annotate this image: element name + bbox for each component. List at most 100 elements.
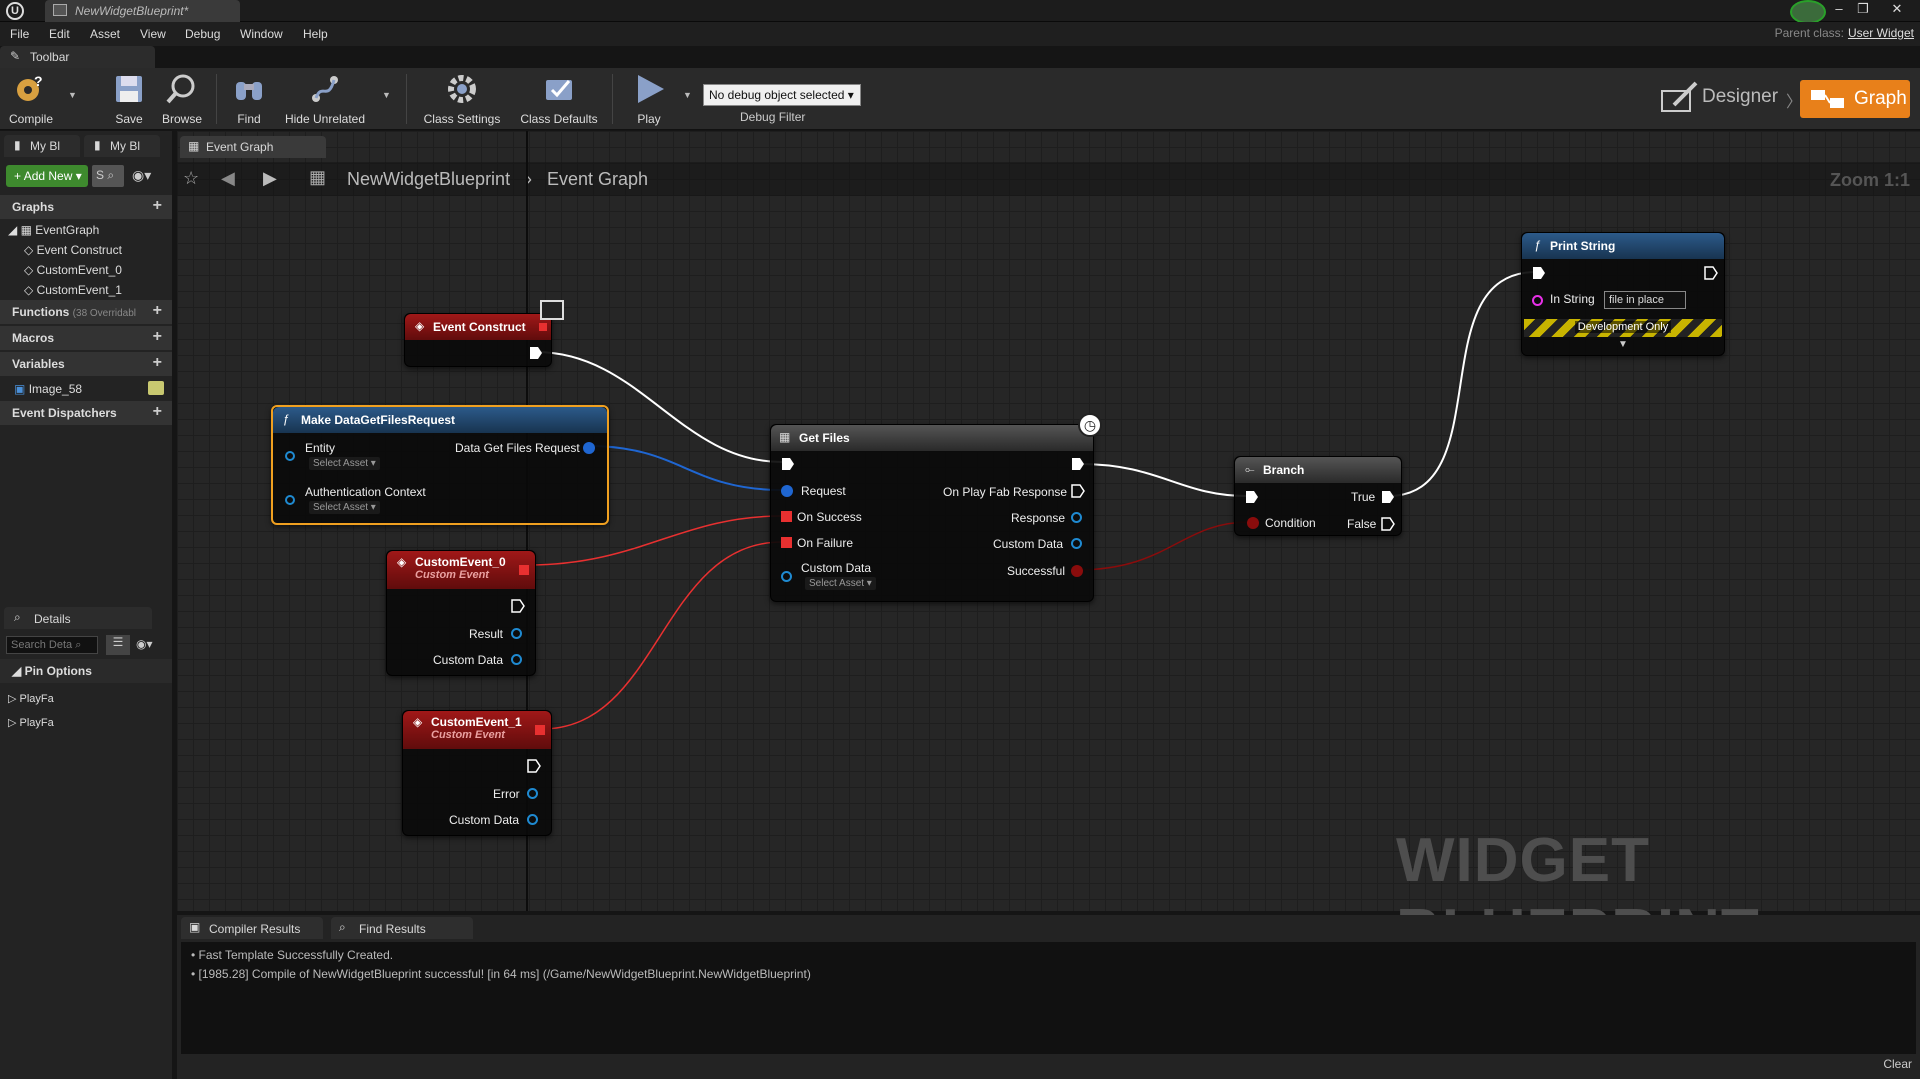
exec-in-pin-icon[interactable] bbox=[1245, 490, 1259, 504]
object-pin-icon[interactable] bbox=[511, 628, 522, 639]
string-pin-icon[interactable] bbox=[1532, 295, 1543, 306]
back-arrow-icon[interactable]: ◀ bbox=[221, 168, 235, 188]
eye-icon[interactable]: ◉▾ bbox=[136, 637, 153, 651]
exec-in-pin-icon[interactable] bbox=[781, 457, 795, 471]
parent-class-link[interactable]: User Widget bbox=[1847, 26, 1914, 40]
in-string-input[interactable]: file in place bbox=[1604, 291, 1686, 309]
menu-file[interactable]: File bbox=[10, 27, 30, 41]
exec-wire[interactable] bbox=[535, 351, 783, 463]
delegate-pin-icon[interactable] bbox=[781, 511, 792, 522]
graph-mode-button[interactable]: Graph bbox=[1800, 80, 1910, 118]
exec-out-pin-icon[interactable] bbox=[529, 346, 543, 360]
struct-pin-icon[interactable] bbox=[583, 442, 595, 454]
object-pin-icon[interactable] bbox=[781, 571, 792, 582]
tree-item-event-construct[interactable]: ◇ Event Construct bbox=[24, 243, 122, 257]
macros-section[interactable]: Macros+ bbox=[0, 326, 172, 350]
bool-pin-icon[interactable] bbox=[1071, 565, 1083, 577]
eye-icon[interactable]: ◉▾ bbox=[132, 167, 152, 183]
search-input[interactable]: S ⌕ bbox=[92, 165, 124, 187]
object-pin-icon[interactable] bbox=[285, 495, 295, 505]
exec-out-pin-icon[interactable] bbox=[1071, 484, 1085, 498]
object-pin-icon[interactable] bbox=[1071, 512, 1082, 523]
exec-out-pin-icon[interactable] bbox=[1704, 266, 1718, 280]
branch-node[interactable]: Branch ⟜ Condition True False bbox=[1234, 456, 1402, 536]
event-dispatchers-section[interactable]: Event Dispatchers+ bbox=[0, 401, 172, 425]
document-tab[interactable]: NewWidgetBlueprint* bbox=[45, 0, 240, 22]
add-graph-icon[interactable]: + bbox=[152, 197, 162, 214]
breadcrumb-root[interactable]: NewWidgetBlueprint bbox=[347, 169, 511, 189]
variables-section[interactable]: Variables+ bbox=[0, 352, 172, 376]
exec-out-pin-icon[interactable] bbox=[511, 599, 525, 613]
clear-button[interactable]: Clear bbox=[1883, 1057, 1912, 1071]
menu-view[interactable]: View bbox=[140, 27, 166, 41]
delegate-pin-icon[interactable] bbox=[535, 725, 545, 735]
delegate-wire[interactable] bbox=[541, 541, 783, 730]
menu-edit[interactable]: Edit bbox=[49, 27, 70, 41]
add-new-button[interactable]: + Add New ▾ bbox=[6, 165, 88, 187]
details-search-input[interactable]: Search Deta ⌕ bbox=[6, 636, 98, 654]
struct-wire[interactable] bbox=[588, 445, 783, 491]
object-pin-icon[interactable] bbox=[511, 654, 522, 665]
add-variable-icon[interactable]: + bbox=[152, 354, 162, 371]
object-pin-icon[interactable] bbox=[527, 788, 538, 799]
print-string-node[interactable]: Print String ƒ In String file in place D… bbox=[1521, 232, 1725, 356]
menu-window[interactable]: Window bbox=[240, 27, 283, 41]
get-files-node[interactable]: Get Files ▦ Request On Success On Failur… bbox=[770, 424, 1094, 602]
event-construct-node[interactable]: Event Construct ◈ bbox=[404, 313, 552, 367]
select-asset-dropdown[interactable]: Select Asset ▾ bbox=[805, 577, 876, 590]
class-defaults-button[interactable]: Class Defaults bbox=[515, 70, 603, 128]
bool-wire[interactable] bbox=[1075, 521, 1251, 571]
event-graph-tab[interactable]: ▦ Event Graph bbox=[180, 136, 326, 158]
expand-arrow-icon[interactable]: ▼ bbox=[1618, 339, 1628, 350]
compile-button[interactable]: ? Compile bbox=[5, 70, 57, 128]
hide-unrelated-button[interactable]: Hide Unrelated bbox=[282, 70, 368, 128]
add-macro-icon[interactable]: + bbox=[152, 328, 162, 345]
pin-options-section[interactable]: ◢ Pin Options bbox=[0, 659, 172, 683]
delegate-pin-icon[interactable] bbox=[519, 565, 529, 575]
struct-pin-icon[interactable] bbox=[781, 485, 793, 497]
list-view-icon[interactable]: ☰ bbox=[106, 635, 130, 655]
find-results-tab[interactable]: ⌕ Find Results bbox=[331, 917, 473, 939]
browse-button[interactable]: Browse bbox=[157, 70, 207, 128]
object-pin-icon[interactable] bbox=[285, 451, 295, 461]
exec-out-pin-icon[interactable] bbox=[527, 759, 541, 773]
custom-event-1-node[interactable]: CustomEvent_1 Custom Event ◈ Error Custo… bbox=[402, 710, 552, 836]
exec-in-pin-icon[interactable] bbox=[1532, 266, 1546, 280]
toolbar-tab[interactable]: ✎ Toolbar bbox=[0, 46, 155, 68]
make-request-node[interactable]: Make DataGetFilesRequest ƒ Entity Select… bbox=[271, 405, 609, 525]
restore-icon[interactable]: ❐ bbox=[1857, 1, 1869, 16]
my-blueprint-tab-2[interactable]: ▮ My Bl bbox=[84, 135, 160, 157]
graphs-section[interactable]: Graphs+ bbox=[0, 195, 172, 219]
designer-mode-button[interactable]: Designer bbox=[1660, 81, 1780, 115]
tree-item-customevent-1[interactable]: ◇ CustomEvent_1 bbox=[24, 283, 122, 297]
hide-unrelated-dropdown-icon[interactable]: ▼ bbox=[382, 90, 391, 100]
forward-arrow-icon[interactable]: ▶ bbox=[263, 168, 277, 188]
pin-option-item[interactable]: ▷ PlayFa bbox=[8, 693, 54, 705]
select-asset-dropdown[interactable]: Select Asset ▾ bbox=[309, 501, 380, 514]
exec-out-pin-icon[interactable] bbox=[1071, 457, 1085, 471]
star-icon[interactable]: ☆ bbox=[183, 168, 200, 188]
save-button[interactable]: Save bbox=[106, 70, 152, 128]
compile-dropdown-icon[interactable]: ▼ bbox=[68, 90, 77, 100]
visibility-eye-icon[interactable] bbox=[148, 381, 164, 395]
select-asset-dropdown[interactable]: Select Asset ▾ bbox=[309, 457, 380, 470]
delegate-pin-icon[interactable] bbox=[539, 323, 547, 331]
functions-section[interactable]: Functions (38 Overridabl+ bbox=[0, 300, 172, 324]
variable-item[interactable]: ▣ Image_58 bbox=[14, 382, 82, 396]
add-dispatcher-icon[interactable]: + bbox=[152, 403, 162, 420]
details-tab[interactable]: ⌕ Details bbox=[4, 607, 152, 629]
exec-out-pin-icon[interactable] bbox=[1381, 517, 1395, 531]
tree-item-customevent-0[interactable]: ◇ CustomEvent_0 bbox=[24, 263, 122, 277]
add-function-icon[interactable]: + bbox=[152, 302, 162, 319]
exec-wire[interactable] bbox=[1079, 463, 1248, 497]
play-button[interactable]: Play bbox=[624, 70, 674, 128]
object-pin-icon[interactable] bbox=[1071, 538, 1082, 549]
find-button[interactable]: Find bbox=[227, 70, 271, 128]
compiler-results-tab[interactable]: ▣ Compiler Results bbox=[181, 917, 323, 939]
exec-wire[interactable] bbox=[1387, 271, 1537, 497]
play-dropdown-icon[interactable]: ▼ bbox=[683, 90, 692, 100]
custom-event-0-node[interactable]: CustomEvent_0 Custom Event ◈ Result Cust… bbox=[386, 550, 536, 676]
pin-option-item[interactable]: ▷ PlayFa bbox=[8, 717, 54, 729]
minimize-icon[interactable]: – bbox=[1835, 1, 1843, 16]
menu-debug[interactable]: Debug bbox=[185, 27, 221, 41]
